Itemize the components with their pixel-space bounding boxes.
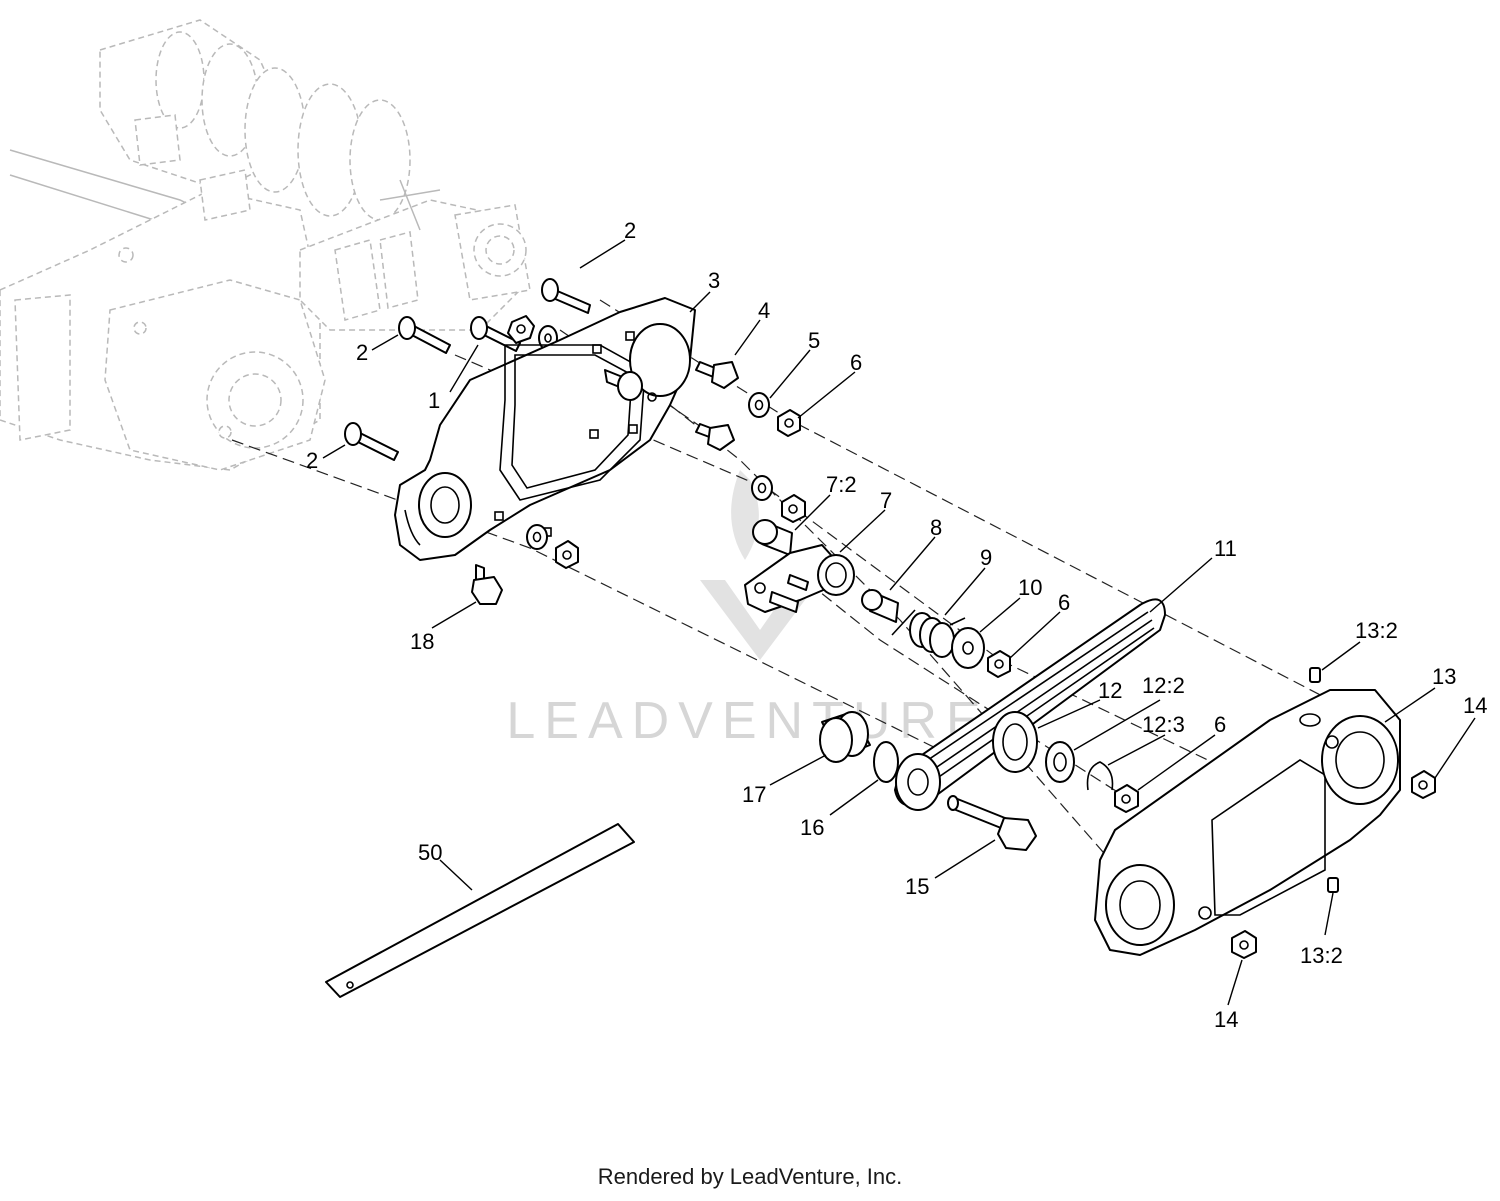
- callout-13-2: 13:2: [1300, 943, 1343, 968]
- plate-lower-washer-nut: [526, 524, 579, 569]
- svg-text:LEADVENTURE: LEADVENTURE: [506, 692, 989, 750]
- callout-11: 11: [1214, 536, 1237, 561]
- part-11-belt: [894, 598, 1166, 807]
- callout-14: 14: [1214, 1007, 1238, 1032]
- callout-6: 6: [1058, 590, 1070, 615]
- callout-13: 13: [1432, 664, 1456, 689]
- callout-15: 15: [905, 874, 929, 899]
- part-6-nut-lower: [1114, 784, 1139, 813]
- part-10-washer: [951, 627, 985, 669]
- part-17-sleeve: [819, 711, 871, 763]
- callout-5: 5: [808, 328, 820, 353]
- callout-14: 14: [1463, 693, 1487, 718]
- callout-17: 17: [742, 782, 766, 807]
- part-15-bolt: [947, 795, 1037, 851]
- part-12-pulley: [992, 711, 1038, 773]
- callout-12: 12: [1098, 678, 1122, 703]
- part-7-2-bushing: [752, 519, 793, 556]
- callout-labels: 2 2 2 1 3 4 5 6 7:2 7 8 9 10 6 11 12 12:…: [306, 218, 1487, 1032]
- callout-7: 7: [880, 488, 892, 513]
- part-7-idler-arm: [744, 544, 855, 613]
- callout-7-2: 7:2: [826, 472, 857, 497]
- part-14-nut-right: [1411, 770, 1436, 799]
- part-8-spacer: [861, 589, 899, 623]
- callout-9: 9: [980, 545, 992, 570]
- callout-2: 2: [306, 448, 318, 473]
- part-16-pulley: [873, 741, 941, 811]
- callout-50: 50: [418, 840, 442, 865]
- callout-18: 18: [410, 629, 434, 654]
- part-2-bolt-lower: [344, 422, 399, 461]
- part-2-bolt-left: [398, 316, 451, 354]
- part-6-nut-upper: [777, 409, 801, 437]
- part-12-3-retaining-ring: [1086, 761, 1114, 791]
- callout-2: 2: [356, 340, 368, 365]
- leadventure-watermark: LEADVENTURE: [506, 470, 989, 750]
- callout-6: 6: [850, 350, 862, 375]
- part-13-belt-cover: [1094, 689, 1401, 956]
- background-transmission-assembly: [0, 19, 531, 471]
- callout-leader-lines: [322, 239, 1476, 1006]
- part-5-washer: [748, 392, 770, 418]
- callout-8: 8: [930, 515, 942, 540]
- callout-16: 16: [800, 815, 824, 840]
- center-bolt-and-nut: [695, 423, 806, 523]
- part-18-bolt: [471, 564, 503, 605]
- part-12-2-bearing: [1045, 741, 1075, 783]
- part-13-2-screw-upper: [1309, 667, 1321, 683]
- callout-3: 3: [708, 268, 720, 293]
- callout-10: 10: [1018, 575, 1042, 600]
- callout-1: 1: [428, 388, 440, 413]
- part-4-bolt: [695, 361, 739, 389]
- part-50-decal-strip: [325, 823, 635, 998]
- part-6-nut-middle: [987, 650, 1011, 678]
- part-2-bolt-upper: [541, 278, 591, 314]
- callout-12-2: 12:2: [1142, 673, 1185, 698]
- callout-4: 4: [758, 298, 770, 323]
- callout-12-3: 12:3: [1142, 712, 1185, 737]
- callout-13-2: 13:2: [1355, 618, 1398, 643]
- callout-2: 2: [624, 218, 636, 243]
- part-13-2-screw-lower: [1327, 877, 1339, 893]
- footer-credit: Rendered by LeadVenture, Inc.: [597, 1164, 903, 1189]
- part-3-mounting-plate: [394, 297, 696, 561]
- callout-6: 6: [1214, 712, 1226, 737]
- part-14-nut-bottom: [1231, 930, 1257, 959]
